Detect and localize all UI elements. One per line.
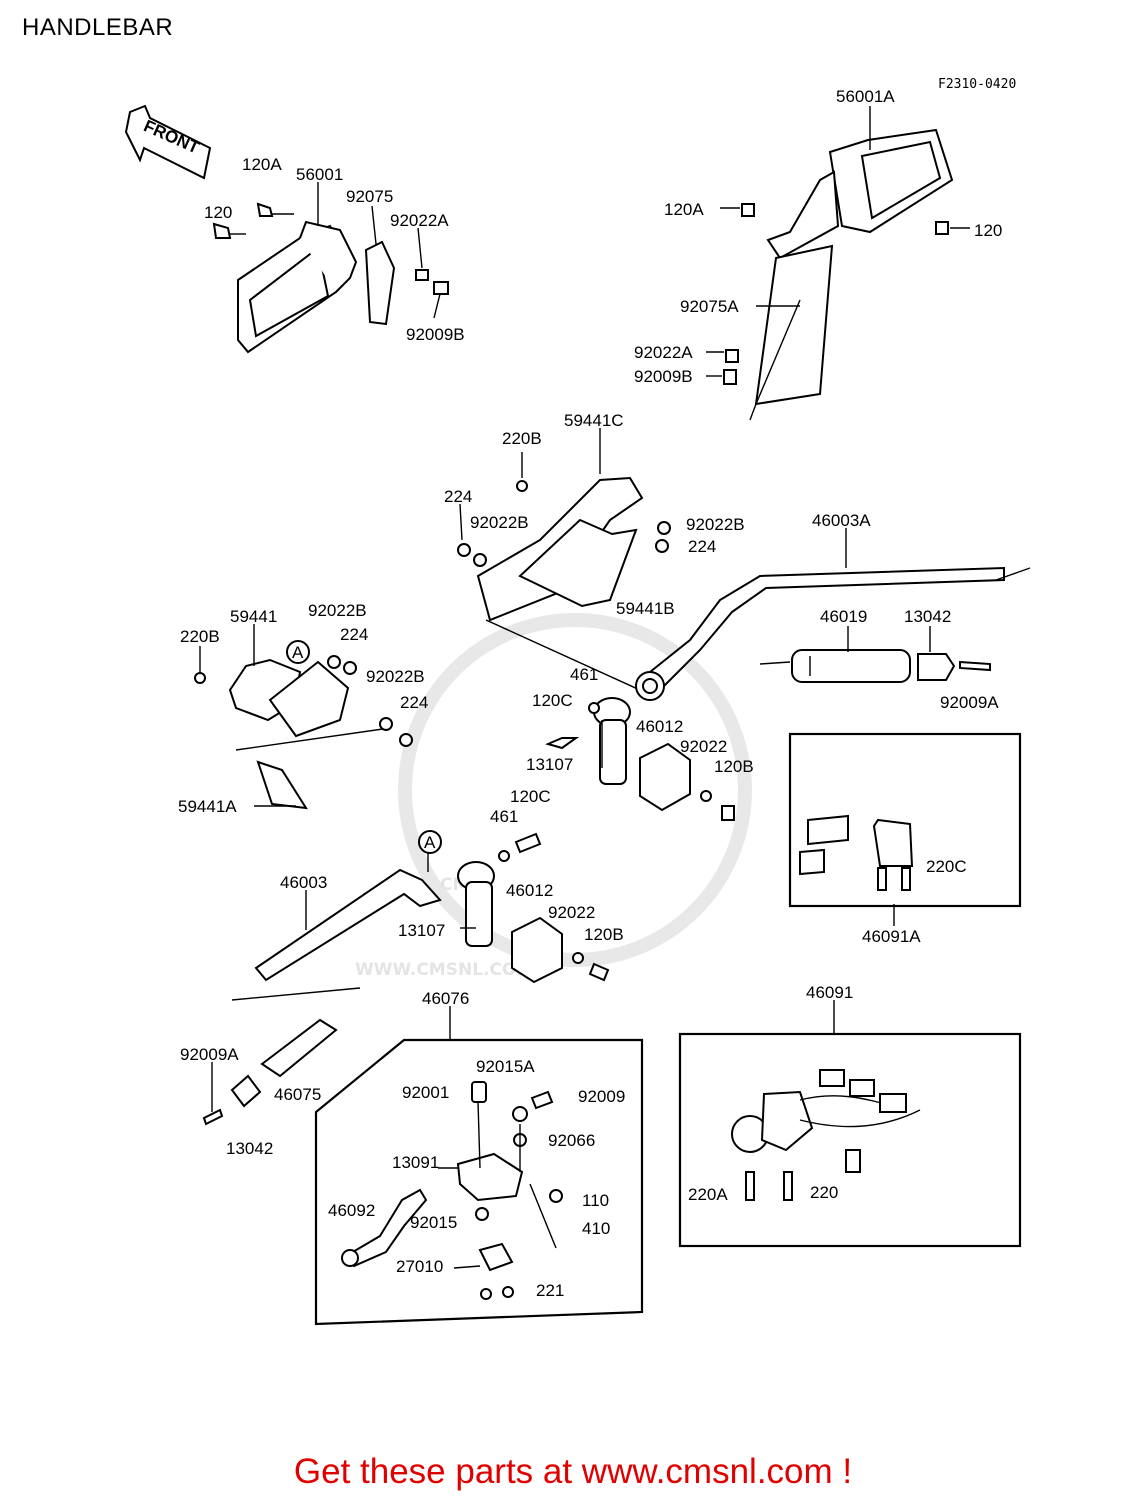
callout-46012-b: 46012 <box>506 881 553 900</box>
callout-120A-left: 120A <box>242 155 282 174</box>
callout-56001: 56001 <box>296 165 343 184</box>
handlebar-left <box>231 832 610 1001</box>
callout-56001A: 56001A <box>836 87 895 106</box>
callout-46003A: 46003A <box>812 511 871 530</box>
callout-110: 110 <box>582 1191 609 1210</box>
callout-46076: 46076 <box>422 989 469 1008</box>
callout-92022A-left: 92022A <box>390 211 449 230</box>
callout-224-a: 224 <box>444 487 472 506</box>
callout-120-left: 120 <box>204 203 232 222</box>
callout-221: 221 <box>536 1281 564 1300</box>
callout-120-right: 120 <box>974 221 1002 240</box>
callout-59441: 59441 <box>230 607 277 626</box>
callout-120A-right: 120A <box>664 200 704 219</box>
callout-224-c: 224 <box>340 625 368 644</box>
callout-92009: 92009 <box>578 1087 625 1106</box>
callout-46019: 46019 <box>820 607 867 626</box>
front-arrow: FRONT <box>124 104 212 180</box>
callout-13107-a: 13107 <box>526 755 573 774</box>
callout-59441C: 59441C <box>564 411 624 430</box>
callout-220A: 220A <box>688 1185 728 1204</box>
callout-120B-a: 120B <box>714 757 754 776</box>
callout-120B-b: 120B <box>584 925 624 944</box>
callout-92022-b: 92022 <box>548 903 595 922</box>
ref-a-upper: A <box>292 643 304 662</box>
callout-92022B-a: 92022B <box>470 513 529 532</box>
callout-92075A: 92075A <box>680 297 739 316</box>
figure-code: F2310-0420 <box>938 77 1016 92</box>
callout-92015A: 92015A <box>476 1057 535 1076</box>
callout-92022B-b: 92022B <box>686 515 745 534</box>
box-46076 <box>314 1038 644 1326</box>
callout-46092: 46092 <box>328 1201 375 1220</box>
box-46091A <box>788 732 1022 908</box>
reference-marks: A A <box>286 640 442 854</box>
left-mirror <box>212 202 449 354</box>
grip-left <box>202 1018 338 1126</box>
callout-92066: 92066 <box>548 1131 595 1150</box>
callout-220B-left: 220B <box>180 627 220 646</box>
handlebar-right <box>635 566 1031 701</box>
parts-diagram: CMS WWW.CMSNL.COM F2310-0420 FRONT <box>124 77 1031 1326</box>
callout-92022-a: 92022 <box>680 737 727 756</box>
callout-92009A-right: 92009A <box>940 693 999 712</box>
callout-13091: 13091 <box>392 1153 439 1172</box>
callout-13107-b: 13107 <box>398 921 445 940</box>
callout-220: 220 <box>810 1183 838 1202</box>
callout-59441A: 59441A <box>178 797 237 816</box>
callout-220B-top: 220B <box>502 429 542 448</box>
callout-92001: 92001 <box>402 1083 449 1102</box>
callout-13042-left: 13042 <box>226 1139 273 1158</box>
clamp-upper <box>545 697 735 821</box>
callout-461-b: 461 <box>490 807 518 826</box>
callout-59441B: 59441B <box>616 599 675 618</box>
callout-120C-a: 120C <box>532 691 573 710</box>
callout-92015: 92015 <box>410 1213 457 1232</box>
leader-lines <box>199 106 970 1269</box>
callout-224-d: 224 <box>400 693 428 712</box>
callout-92022B-c: 92022B <box>308 601 367 620</box>
callout-27010: 27010 <box>396 1257 443 1276</box>
watermark-url: WWW.CMSNL.COM <box>355 960 533 980</box>
callout-92075: 92075 <box>346 187 393 206</box>
callout-220C: 220C <box>926 857 967 876</box>
callout-92009A-left: 92009A <box>180 1045 239 1064</box>
footer-link[interactable]: Get these parts at www.cmsnl.com ! <box>293 1452 853 1491</box>
callout-13042-right: 13042 <box>904 607 951 626</box>
callout-labels: 56001A 120A 120 92075A 92022A 92009B 120… <box>178 87 1002 1300</box>
grip-right <box>759 649 991 683</box>
callout-46091A: 46091A <box>862 927 921 946</box>
callout-92022B-d: 92022B <box>366 667 425 686</box>
callout-92022A-right: 92022A <box>634 343 693 362</box>
callout-410: 410 <box>582 1219 610 1238</box>
callout-92009B-left: 92009B <box>406 325 465 344</box>
callout-92009B-right: 92009B <box>634 367 693 386</box>
callout-46012-a: 46012 <box>636 717 683 736</box>
box-46091 <box>678 1032 1022 1248</box>
callout-46003: 46003 <box>280 873 327 892</box>
page-title: HANDLEBAR <box>22 14 174 41</box>
callout-120C-b: 120C <box>510 787 551 806</box>
callout-46075: 46075 <box>274 1085 321 1104</box>
ref-a-lower: A <box>424 833 436 852</box>
callout-46091: 46091 <box>806 983 853 1002</box>
handlebar-cover-upper <box>457 476 671 691</box>
handlebar-cover-left <box>194 655 413 810</box>
callout-224-b: 224 <box>688 537 716 556</box>
right-mirror <box>723 128 954 421</box>
callout-461-a: 461 <box>570 665 598 684</box>
